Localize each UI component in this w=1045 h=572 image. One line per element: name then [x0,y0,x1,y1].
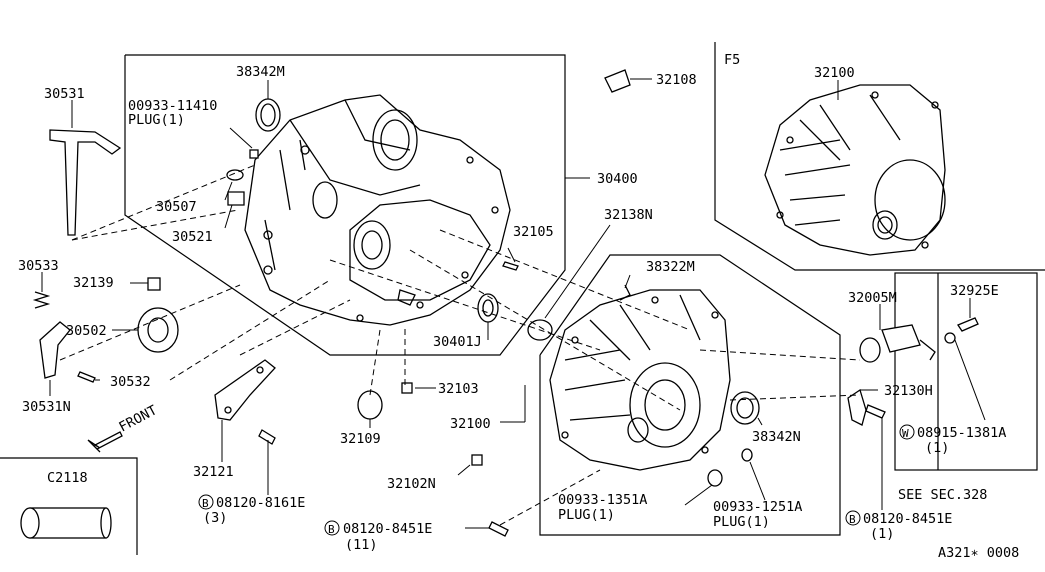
callout-08120-8161e: B 08120-8161E (3) [198,494,305,526]
qty-8451e-a: (11) [345,537,378,553]
label-30531: 30531 [44,86,85,102]
label-32925e: 32925E [950,283,999,299]
clutch-box-frame [0,457,138,555]
marker-b3 [845,510,861,526]
label-30521: 30521 [172,229,213,245]
label-30532: 30532 [110,374,151,390]
qty-8161e: (3) [203,510,227,526]
label-32121: 32121 [193,464,234,480]
label-00933-1251a: 00933-1251A [713,499,802,515]
f5-panel-frame [714,42,1045,271]
label-08915: 08915-1381A [917,425,1006,441]
qty-8451e-b: (1) [870,526,894,542]
callout-08120-8451e-right: B 08120-8451E (1) [845,510,952,542]
pin-32105 [502,261,519,271]
part-38322m [619,284,631,301]
plug-00933-1351a [707,469,723,487]
bracket-32130h [847,388,867,426]
leader-lines [41,78,986,529]
marker-b3-text: B [849,513,856,526]
transmission-case-f5 [764,84,946,256]
clutch-cylinder-c2118 [20,507,112,539]
clutch-housing-upper [244,94,511,326]
transmission-case-lower [549,289,731,471]
part-32102n [471,454,483,466]
main-housing-frame [124,54,566,356]
spring-30533 [32,291,51,309]
label-f5: F5 [724,52,740,68]
label-32139: 32139 [73,275,114,291]
callout-08120-8451e-lower: B 08120-8451E (11) [324,520,432,553]
label-32138n: 32138N [604,207,653,223]
marker-b2-text: B [328,523,335,536]
bracket-32121 [214,359,276,421]
label-08120-8161e: 08120-8161E [216,495,305,511]
bearing-30502 [137,307,179,353]
seal-38342n [730,391,760,425]
fork-30531 [49,129,122,236]
bracket-32108 [604,69,631,93]
label-30400: 30400 [597,171,638,187]
label-plug-b: PLUG(1) [558,507,615,523]
label-see-sec: SEE SEC.328 [898,487,987,503]
seal-32109 [357,390,383,420]
marker-b1 [198,494,214,510]
sec328-box [894,272,1038,471]
label-30401j: 30401J [433,334,482,350]
label-32103: 32103 [438,381,479,397]
bolt-08120-8451e-a [488,521,509,537]
marker-w [899,424,915,440]
label-32005m: 32005M [848,290,897,306]
label-30507: 30507 [156,199,197,215]
bolt-32925e [957,317,979,332]
label-c2118: C2118 [47,470,88,486]
bolt-08120-8451e-b [865,404,886,419]
diagram-id: A321∗ 0008 [938,545,1019,561]
plug-00933-1251a [741,448,753,462]
label-38342m: 38342M [236,64,285,80]
marker-b2 [324,520,340,536]
label-32108: 32108 [656,72,697,88]
washer-08915 [944,332,956,344]
label-30533: 30533 [18,258,59,274]
label-32130h: 32130H [884,383,933,399]
label-30531n: 30531N [22,399,71,415]
assembly-lines [59,164,861,526]
label-32105: 32105 [513,224,554,240]
bushing-30507 [226,169,244,181]
pin-30532 [77,371,96,383]
label-30502: 30502 [66,323,107,339]
sensor-32005m [859,337,881,363]
bolt-08120-8161e [258,429,276,445]
label-32100-f5: 32100 [814,65,855,81]
plug-00933-11410 [249,149,259,159]
label-plug-a: PLUG(1) [128,112,185,128]
marker-w-text: W [902,427,909,440]
seal-30401j [477,293,499,323]
label-00933-1351a: 00933-1351A [558,492,647,508]
marker-b1-text: B [202,497,209,510]
label-32100: 32100 [450,416,491,432]
callout-08915: W 08915-1381A (1) [899,424,1006,456]
qty-08915: (1) [925,440,949,456]
label-plug-c: PLUG(1) [713,514,770,530]
label-32109: 32109 [340,431,381,447]
label-00933-11410: 00933-11410 [128,98,217,114]
clip-32139 [147,277,161,291]
front-arrow-icon [87,431,123,453]
lower-housing-frame [539,254,841,536]
label-08120-8451e-a: 08120-8451E [343,521,432,537]
label-32102n: 32102N [387,476,436,492]
label-front: FRONT [116,402,159,435]
boot-30521 [227,191,245,206]
label-38322m: 38322M [646,259,695,275]
label-08120-8451e-b: 08120-8451E [863,511,952,527]
lever-30531n [39,321,71,379]
label-38342n: 38342N [752,429,801,445]
part-32103 [401,382,413,394]
